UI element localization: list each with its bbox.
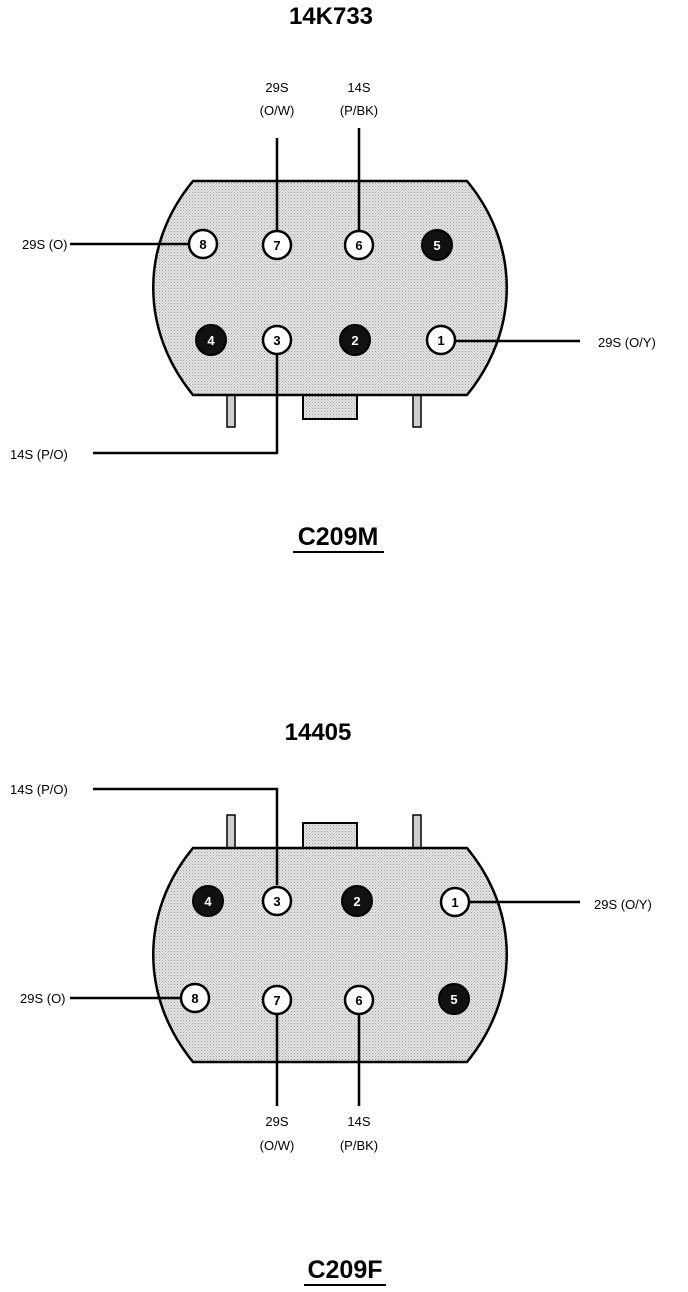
top-wire-label-pin1: 29S (O/Y) bbox=[598, 335, 656, 350]
top-wire-label-pin7-color: (O/W) bbox=[260, 103, 295, 118]
bottom-wire-pin3 bbox=[93, 787, 279, 885]
svg-text:7: 7 bbox=[273, 238, 280, 253]
top-pin-4: 4 bbox=[195, 324, 227, 356]
top-wire-label-pin6-color: (P/BK) bbox=[340, 103, 378, 118]
top-connector: 14K733 29S (O/W) 14S (P/BK) 29S (O) 14S … bbox=[10, 3, 656, 553]
svg-text:2: 2 bbox=[353, 894, 360, 909]
bottom-pin-7: 7 bbox=[261, 984, 293, 1016]
bottom-pin-2: 2 bbox=[341, 885, 373, 917]
svg-text:8: 8 bbox=[191, 991, 198, 1006]
top-connector-name: C209M bbox=[298, 523, 379, 551]
top-connector-body bbox=[152, 179, 508, 397]
top-pin-1: 1 bbox=[425, 324, 457, 356]
bottom-pin-4: 4 bbox=[192, 885, 224, 917]
svg-text:2: 2 bbox=[351, 333, 358, 348]
svg-text:4: 4 bbox=[207, 333, 215, 348]
top-part-number: 14K733 bbox=[289, 3, 373, 30]
top-pin-6: 6 bbox=[343, 229, 375, 261]
top-pin-3: 3 bbox=[261, 324, 293, 356]
top-wire-label-pin6-code: 14S bbox=[347, 80, 370, 95]
top-post-left bbox=[226, 392, 236, 428]
bottom-connector-name: C209F bbox=[307, 1256, 382, 1284]
bottom-pin-8: 8 bbox=[179, 982, 211, 1014]
bottom-wire-label-pin6-color: (P/BK) bbox=[340, 1138, 378, 1153]
bottom-pin-3: 3 bbox=[261, 885, 293, 917]
svg-text:1: 1 bbox=[437, 333, 444, 348]
svg-text:3: 3 bbox=[273, 894, 280, 909]
top-wire-label-pin8: 29S (O) bbox=[22, 237, 68, 252]
bottom-connector-body bbox=[152, 846, 508, 1064]
top-pin-5: 5 bbox=[421, 229, 453, 261]
bottom-pin-1: 1 bbox=[439, 886, 471, 918]
top-pin-2: 2 bbox=[339, 324, 371, 356]
top-wire-label-pin3: 14S (P/O) bbox=[10, 447, 68, 462]
bottom-post-left bbox=[226, 814, 236, 850]
bottom-connector: 14405 14S (P/O) 29S (O/Y) 29S (O) 29S (O… bbox=[10, 719, 652, 1286]
top-wire-pin3 bbox=[93, 353, 279, 455]
svg-text:5: 5 bbox=[450, 992, 457, 1007]
svg-text:3: 3 bbox=[273, 333, 280, 348]
bottom-wire-label-pin3: 14S (P/O) bbox=[10, 782, 68, 797]
bottom-part-number: 14405 bbox=[285, 719, 352, 746]
svg-text:5: 5 bbox=[433, 238, 440, 253]
bottom-latch-tab bbox=[302, 822, 358, 850]
bottom-wire-label-pin7-code: 29S bbox=[265, 1114, 288, 1129]
top-pin-7: 7 bbox=[261, 229, 293, 261]
bottom-wire-label-pin8: 29S (O) bbox=[20, 991, 66, 1006]
bottom-pin-6: 6 bbox=[343, 984, 375, 1016]
bottom-wire-label-pin6-code: 14S bbox=[347, 1114, 370, 1129]
bottom-wire-label-pin7-color: (O/W) bbox=[260, 1138, 295, 1153]
svg-text:1: 1 bbox=[451, 895, 458, 910]
svg-text:4: 4 bbox=[204, 894, 212, 909]
bottom-pin-5: 5 bbox=[438, 983, 470, 1015]
bottom-wire-label-pin1: 29S (O/Y) bbox=[594, 897, 652, 912]
svg-text:7: 7 bbox=[273, 993, 280, 1008]
top-latch-tab bbox=[302, 392, 358, 420]
svg-text:6: 6 bbox=[355, 993, 362, 1008]
top-pin-8: 8 bbox=[187, 228, 219, 260]
svg-text:8: 8 bbox=[199, 237, 206, 252]
bottom-post-right bbox=[412, 814, 422, 850]
svg-text:6: 6 bbox=[355, 238, 362, 253]
top-wire-label-pin7-code: 29S bbox=[265, 80, 288, 95]
top-post-right bbox=[412, 392, 422, 428]
